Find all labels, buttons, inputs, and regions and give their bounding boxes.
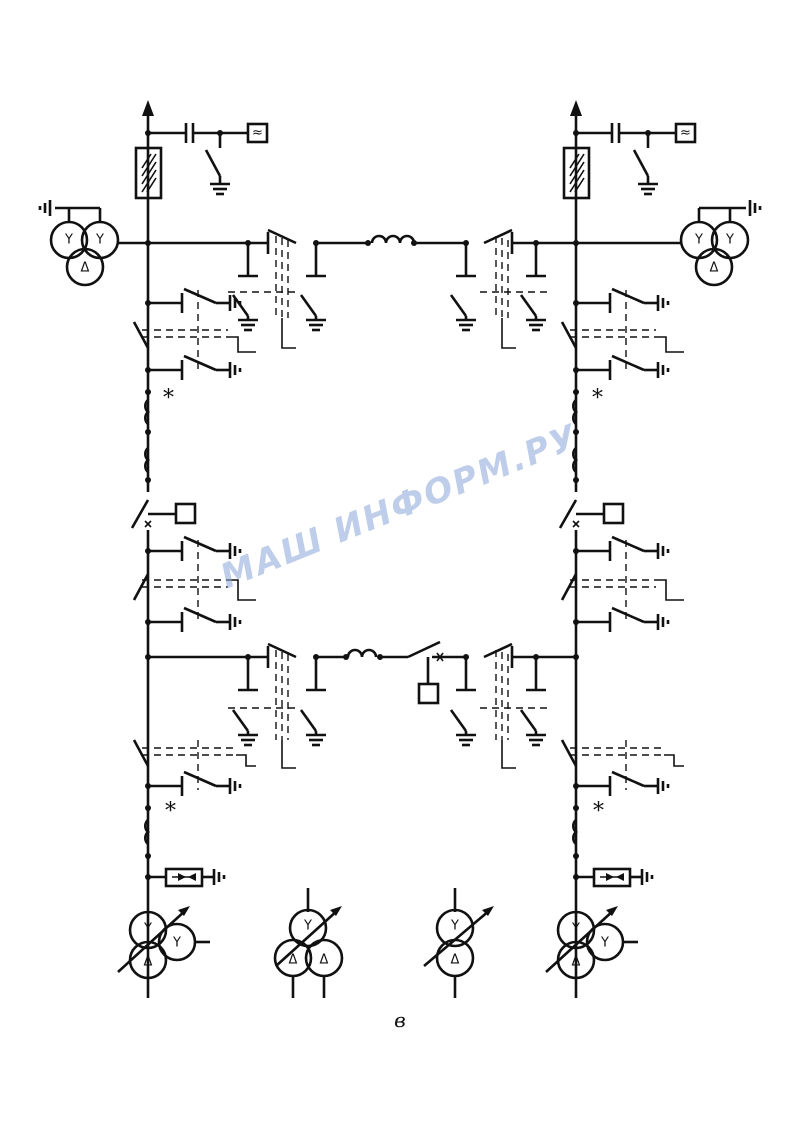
right-hf-filter-icon: ≈ xyxy=(674,122,697,144)
left-upper-asterisk: * xyxy=(163,386,174,411)
cl-delta-1: Δ xyxy=(289,953,298,968)
lb-delta: Δ xyxy=(144,955,153,970)
left-t-wye-1: Y xyxy=(64,233,73,248)
top-bus-earthing-switches xyxy=(231,243,546,332)
right-upper-current-transformers xyxy=(572,389,579,483)
left-upper-current-transformers xyxy=(144,389,151,483)
left-bottom-transformer-icon: Y Y Δ xyxy=(117,906,210,980)
right-t-wye-1: Y xyxy=(694,233,703,248)
right-lower-disconnector-group xyxy=(560,739,684,796)
figure-caption: в xyxy=(394,1008,406,1032)
right-outgoing-arrow-icon xyxy=(570,100,582,116)
left-t-delta: Δ xyxy=(81,261,90,276)
right-hf-filter-symbol: ≈ xyxy=(680,126,691,141)
left-hf-filter-icon: ≈ xyxy=(246,122,269,144)
right-coupling-capacitor xyxy=(573,123,676,196)
left-lower-current-transformer xyxy=(144,805,151,859)
cl-wye: Y xyxy=(303,919,312,934)
right-upper-disconnector-group xyxy=(560,287,684,380)
left-coupling-capacitor xyxy=(145,123,248,196)
left-upper-disconnector-group xyxy=(132,287,256,380)
left-middle-disconnector-group xyxy=(132,535,256,632)
left-three-winding-transformer-icon: Y Y Δ xyxy=(38,200,151,287)
left-lower-disconnector-group xyxy=(132,739,256,796)
left-surge-arrester-icon xyxy=(145,867,226,888)
top-bus-tie xyxy=(148,228,576,349)
right-t-wye-2: Y xyxy=(725,233,734,248)
left-circuit-breaker xyxy=(130,492,197,530)
rb-wye-1: Y xyxy=(571,922,580,937)
right-wave-trap xyxy=(562,146,591,200)
cr-delta: Δ xyxy=(451,953,460,968)
lb-wye-2: Y xyxy=(172,936,181,951)
right-t-delta: Δ xyxy=(710,261,719,276)
rb-wye-2: Y xyxy=(600,936,609,951)
middle-bus-tie xyxy=(145,640,579,769)
right-lower-current-transformer xyxy=(572,805,579,859)
center-left-transformer-icon: Y Δ Δ xyxy=(273,888,344,998)
right-three-winding-transformer-icon: Y Y Δ xyxy=(573,200,762,287)
center-right-transformer-icon: Y Δ xyxy=(423,888,494,998)
left-outgoing-arrow-icon xyxy=(142,100,154,116)
right-upper-asterisk: * xyxy=(592,386,603,411)
left-t-wye-2: Y xyxy=(95,233,104,248)
right-circuit-breaker xyxy=(558,492,625,530)
right-lower-asterisk: * xyxy=(593,799,604,824)
cl-delta-2: Δ xyxy=(320,953,329,968)
right-bottom-transformer-icon: Y Y Δ xyxy=(545,906,638,980)
lb-wye-1: Y xyxy=(143,922,152,937)
left-hf-filter-symbol: ≈ xyxy=(252,126,263,141)
cr-wye: Y xyxy=(450,919,459,934)
right-middle-disconnector-group xyxy=(560,535,684,632)
rb-delta: Δ xyxy=(572,955,581,970)
left-lower-asterisk: * xyxy=(165,799,176,824)
right-surge-arrester-icon xyxy=(573,867,654,888)
middle-bus-earthing-switches xyxy=(231,657,546,747)
left-wave-trap xyxy=(134,146,163,200)
